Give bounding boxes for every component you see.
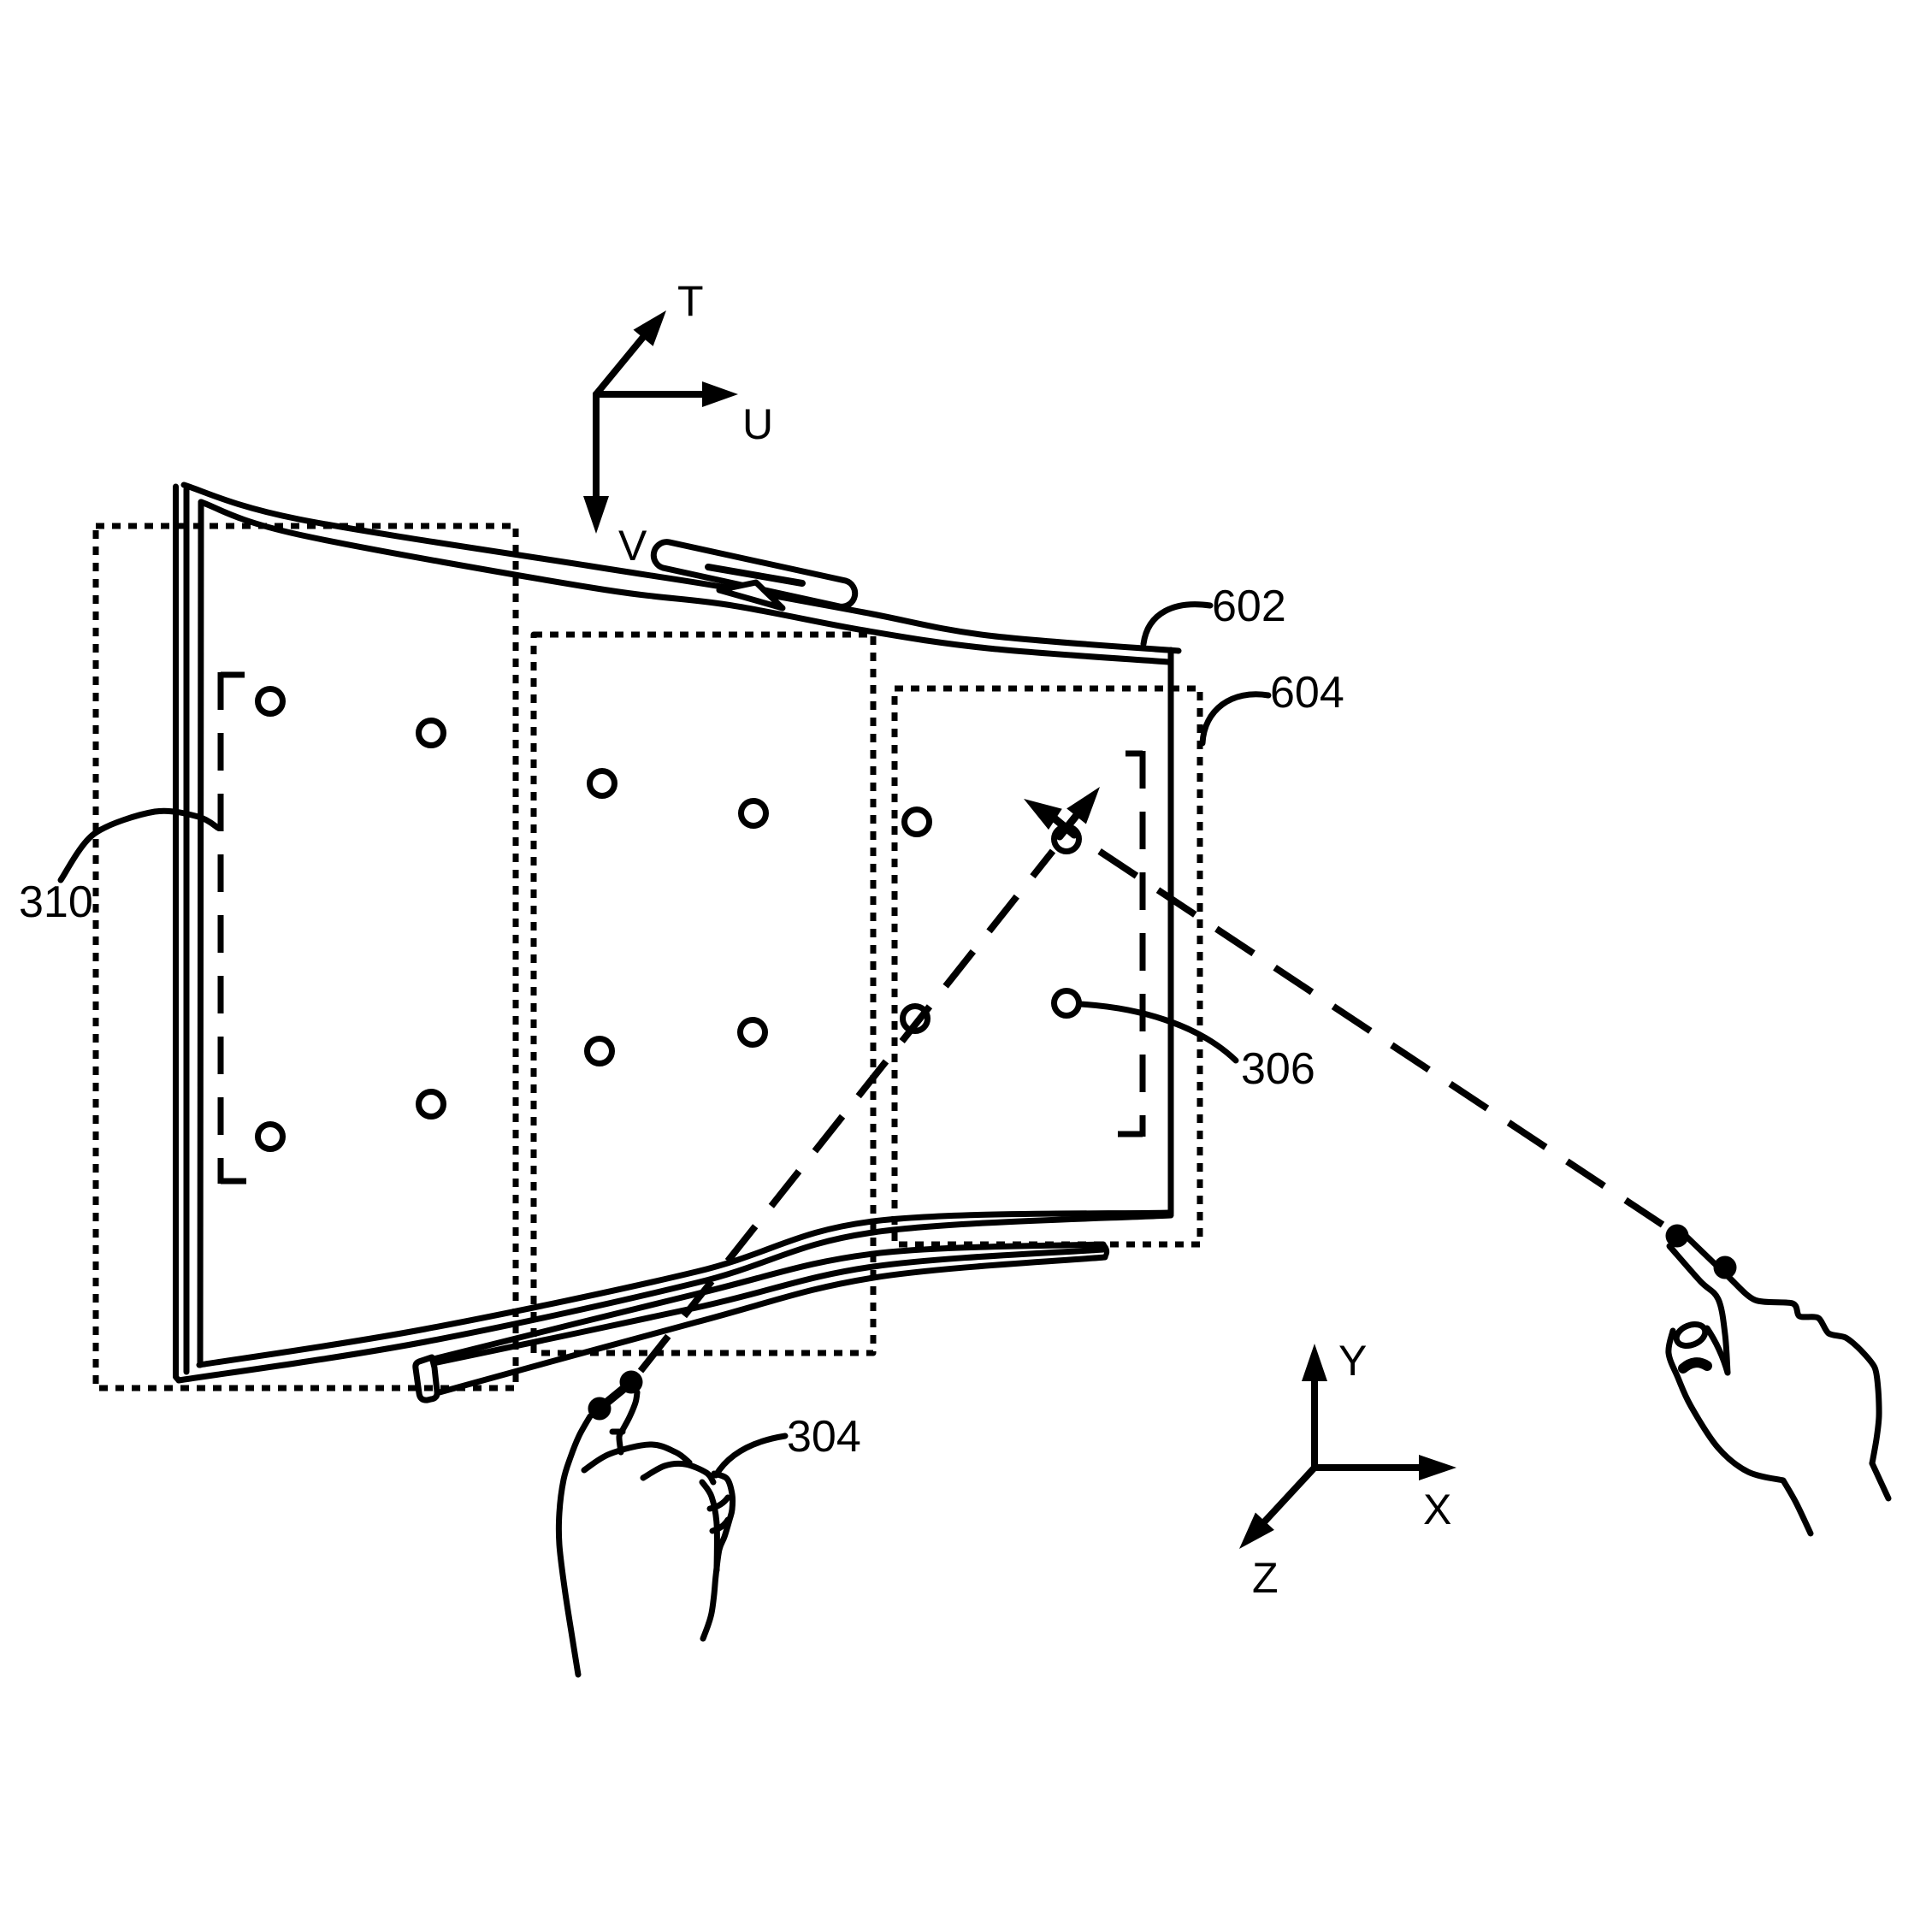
svg-text:Z: Z — [1252, 1554, 1279, 1602]
svg-text:306: 306 — [1241, 1044, 1315, 1094]
svg-text:V: V — [618, 522, 647, 570]
svg-text:T: T — [677, 277, 704, 325]
svg-text:310: 310 — [19, 877, 93, 927]
svg-text:304: 304 — [787, 1412, 861, 1462]
svg-text:Y: Y — [1338, 1337, 1367, 1385]
svg-text:U: U — [742, 400, 773, 448]
svg-text:604: 604 — [1270, 668, 1344, 718]
svg-text:602: 602 — [1212, 582, 1286, 631]
svg-text:X: X — [1423, 1486, 1451, 1533]
